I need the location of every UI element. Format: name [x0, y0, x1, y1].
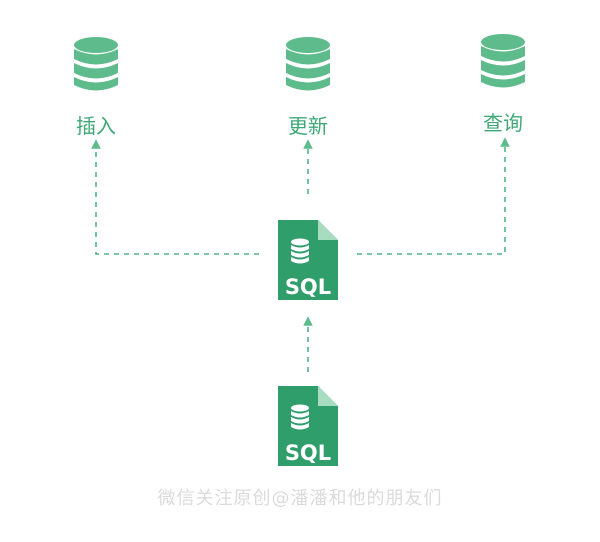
sql-file-label: SQL	[285, 441, 331, 465]
sql-file-middle: SQL	[278, 220, 338, 300]
watermark-text: 微信关注原创@潘潘和他的朋友们	[157, 488, 443, 509]
connector-to-insert	[91, 139, 259, 255]
sql-file-label: SQL	[285, 275, 331, 299]
database-icon	[286, 37, 330, 91]
insert-label: 插入	[76, 114, 116, 138]
connectors	[91, 137, 510, 372]
database-icon	[74, 37, 118, 91]
sql-file-bottom: SQL	[278, 386, 338, 466]
query-label: 查询	[483, 111, 523, 135]
update-label: 更新	[288, 114, 328, 138]
connector-to-query	[357, 137, 510, 255]
database-icon	[481, 34, 525, 88]
